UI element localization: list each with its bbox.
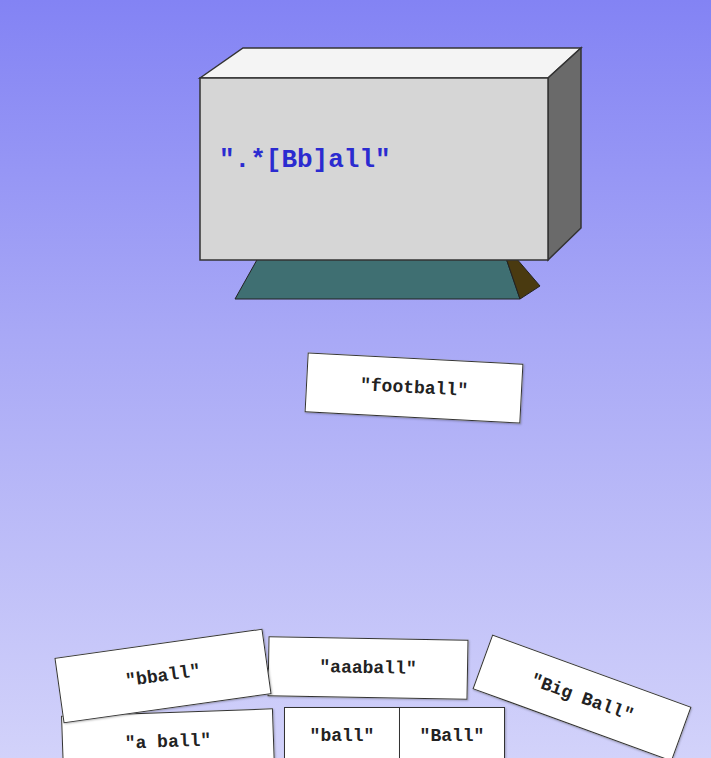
test-string: "ball" (310, 726, 375, 746)
string-card: "Big Ball" (472, 634, 691, 758)
box-front (200, 78, 548, 260)
test-string: "Big Ball" (528, 670, 636, 726)
machine-stand (235, 258, 520, 299)
test-string: "a ball" (124, 730, 211, 753)
test-string: "football" (360, 375, 469, 401)
string-card: "football" (305, 352, 524, 423)
test-string: "bball" (124, 661, 202, 691)
box-top (200, 48, 581, 78)
stand-side (506, 258, 540, 299)
string-card: "ball" (284, 707, 400, 758)
string-card: "Ball" (399, 707, 505, 758)
box-side (548, 48, 581, 260)
test-string: "Ball" (420, 726, 485, 746)
test-string: "aaaball" (319, 657, 417, 679)
regex-screen: ".*[Bb]all" (207, 130, 507, 190)
string-card: "aaaball" (267, 636, 468, 699)
regex-pattern: ".*[Bb]all" (219, 145, 391, 175)
